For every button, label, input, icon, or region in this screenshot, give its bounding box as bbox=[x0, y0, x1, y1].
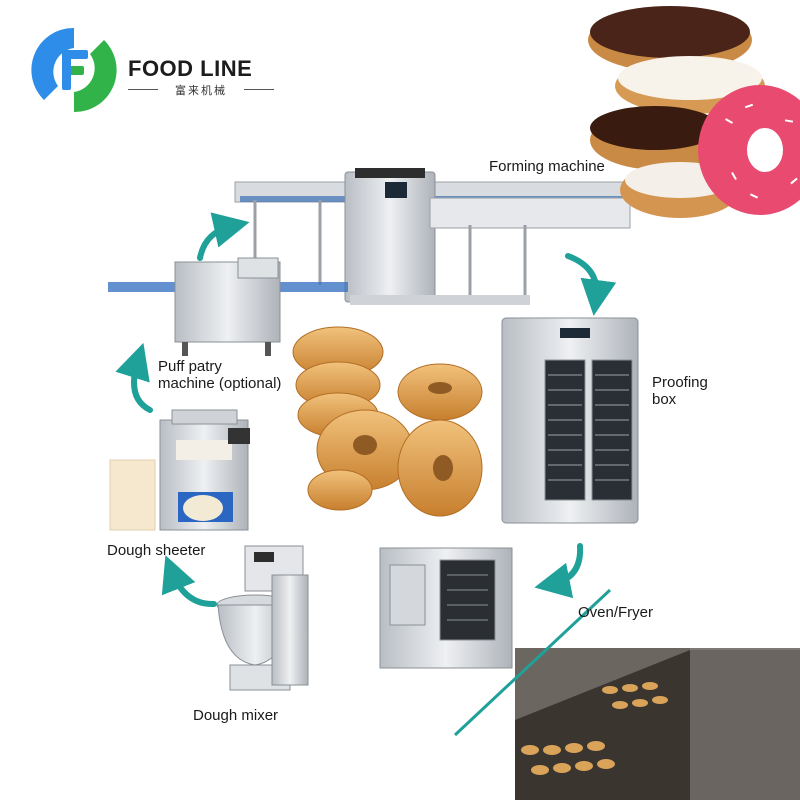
arrow-sheeter-to-puff bbox=[115, 342, 153, 413]
label-oven-fryer: Oven/Fryer bbox=[578, 604, 654, 621]
label-dough-sheeter: Dough sheeter bbox=[107, 542, 206, 559]
oven-to-fryer-line bbox=[453, 588, 612, 737]
brand-subtitle: 富来机械 bbox=[128, 82, 274, 98]
arrow-mixer-to-sheeter bbox=[161, 555, 217, 608]
proofing-box-image bbox=[501, 317, 639, 524]
arrow-forming-to-proofing bbox=[565, 253, 617, 316]
rotary-oven-image bbox=[379, 547, 513, 669]
dough-mixer-image bbox=[216, 545, 309, 691]
label-puff-line1: Puff patry bbox=[158, 358, 222, 375]
dough-sheeter-image bbox=[109, 409, 250, 531]
process-arrows bbox=[115, 212, 617, 608]
label-proofing-line1: Proofing bbox=[652, 374, 708, 391]
sugar-donut-pile-image bbox=[292, 326, 483, 517]
food-line-logo-icon bbox=[31, 27, 117, 113]
label-puff-line2: machine (optional) bbox=[158, 375, 282, 392]
glazed-donuts-image bbox=[588, 6, 800, 218]
arrow-puff-to-forming bbox=[197, 212, 250, 261]
forming-machine-image bbox=[234, 168, 636, 305]
puff-pastry-machine-image bbox=[108, 257, 348, 356]
label-forming-machine: Forming machine bbox=[489, 158, 605, 175]
label-dough-mixer: Dough mixer bbox=[193, 707, 279, 724]
label-proofing-line2: box bbox=[652, 391, 677, 408]
arrow-proofing-to-oven bbox=[534, 543, 584, 599]
brand-name: FOOD LINE bbox=[128, 56, 253, 81]
fryer-conveyor-image bbox=[515, 648, 800, 800]
